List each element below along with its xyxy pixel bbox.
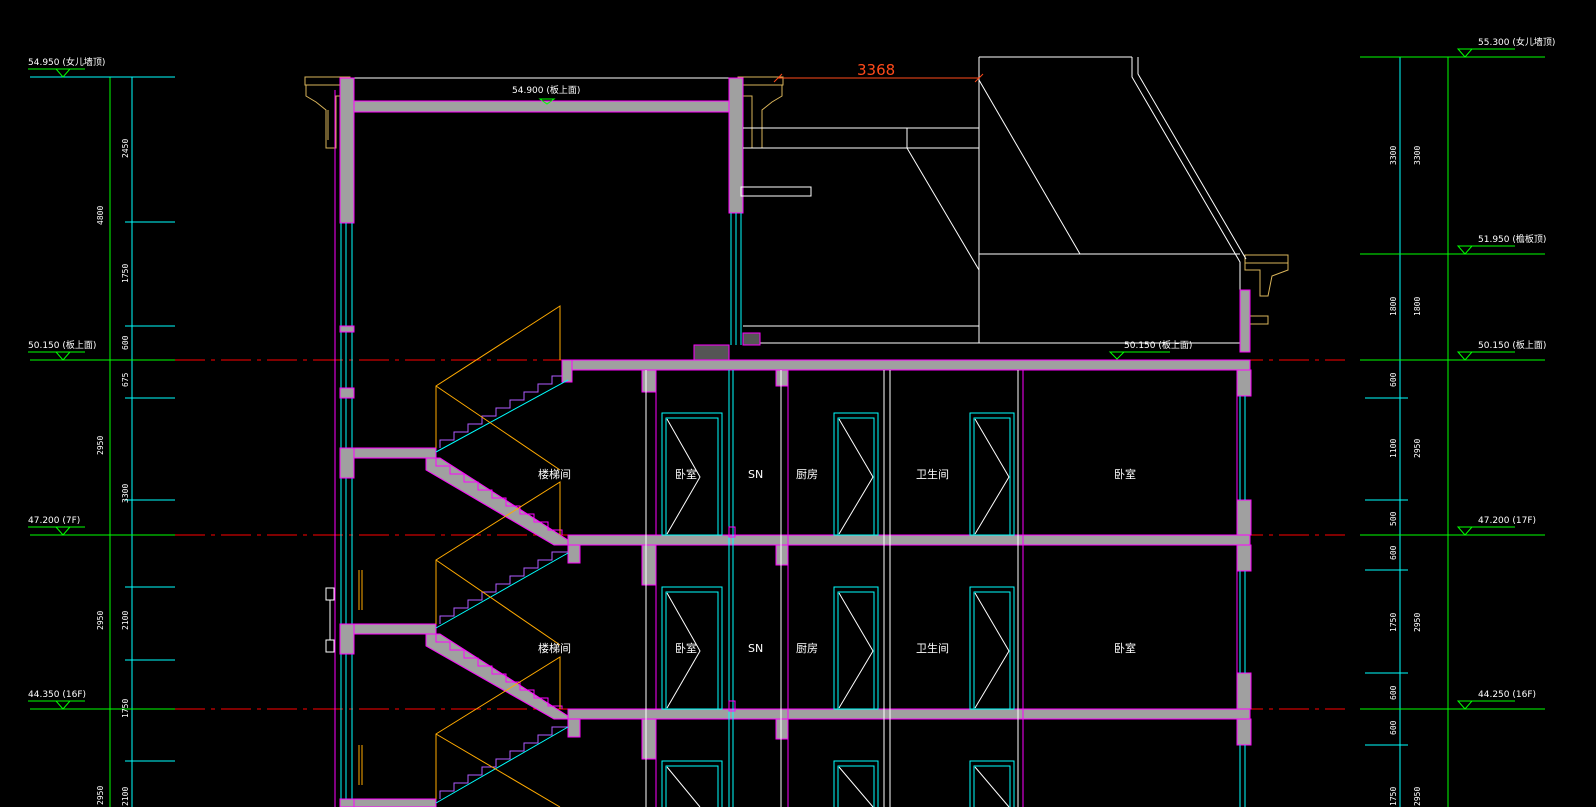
right-level-4: 47.200 (17F) (1478, 516, 1536, 526)
right-dim-inner-10: 1750 (1389, 787, 1398, 806)
room-partitions-white (645, 370, 1019, 807)
left-dim-inner-8: 2100 (121, 787, 130, 806)
right-dimension-chain: 55.300 (女儿墙顶) 51.950 (檐板顶) 50.150 (板上面) … (1360, 36, 1555, 807)
left-dim-inner-3: 600 (121, 335, 130, 350)
label-kitchen-f1: 厨房 (796, 468, 818, 481)
penthouse-outline (743, 56, 1248, 344)
top-dimension: 3368 (773, 61, 984, 83)
right-level-3: 50.150 (板上面) (1478, 339, 1546, 351)
right-dim-inner-2: 1800 (1389, 297, 1398, 316)
right-dim-outer-4: 2950 (1413, 613, 1422, 632)
left-level-1: 54.950 (女儿墙顶) (28, 56, 105, 68)
left-level-4: 44.350 (16F) (28, 690, 86, 700)
hatch-block-2 (742, 332, 761, 346)
label-bedroom-b-f1: 卧室 (1114, 467, 1136, 481)
label-bedroom-a-f2: 卧室 (675, 641, 697, 655)
right-dim-outer-2: 1800 (1413, 297, 1422, 316)
label-bathroom-f1: 卫生间 (916, 467, 949, 481)
right-dim-inner-7: 1750 (1389, 613, 1398, 632)
terrace-parapet (1239, 289, 1251, 353)
left-dim-inner-2: 1750 (121, 264, 130, 283)
left-level-2: 50.150 (板上面) (28, 339, 96, 351)
roof-slab (349, 100, 739, 113)
floor-slabs (561, 359, 1252, 760)
right-dim-inner-3: 600 (1389, 372, 1398, 387)
roof-level-label: 54.900 (板上面) (512, 84, 580, 96)
right-level-2: 51.950 (檐板顶) (1478, 233, 1546, 245)
label-sn-f1: SN (748, 468, 763, 481)
room-partitions (655, 369, 1238, 807)
shaft-lines (728, 370, 1246, 807)
room-labels: 楼梯间 卧室 SN 厨房 卫生间 卧室 楼梯间 卧室 SN 厨房 卫生间 卧室 (538, 467, 1136, 655)
label-kitchen-f2: 厨房 (796, 642, 818, 655)
left-dim-outer-4: 2950 (96, 611, 105, 630)
right-dim-outer-3: 2950 (1413, 439, 1422, 458)
label-stair-f1: 楼梯间 (538, 467, 571, 481)
dimension-3368: 3368 (857, 61, 895, 79)
right-dim-inner-6: 600 (1389, 545, 1398, 560)
building-section: 54.900 (板上面) (304, 56, 1289, 807)
right-dim-inner-9: 600 (1389, 720, 1398, 735)
doors (661, 412, 1015, 807)
terrace-level-label: 50.150 (板上面) (1124, 339, 1192, 351)
right-dim-inner-8: 600 (1389, 685, 1398, 700)
left-dim-outer-2: 4800 (96, 206, 105, 225)
right-level-1: 55.300 (女儿墙顶) (1478, 36, 1555, 48)
right-level-5: 44.250 (16F) (1478, 690, 1536, 700)
label-bathroom-f2: 卫生间 (916, 641, 949, 655)
left-dim-outer-3: 2950 (96, 436, 105, 455)
right-dim-outer-1: 3300 (1413, 146, 1422, 165)
left-dim-inner-6: 2100 (121, 611, 130, 630)
left-wall-upper (339, 77, 355, 224)
left-dimension-chain: 54.950 (女儿墙顶) 50.150 (板上面) 47.200 (7F) 4… (28, 56, 175, 807)
left-dim-outer-5: 2950 (96, 786, 105, 805)
left-dim-inner-1: 2450 (121, 139, 130, 158)
center-wall-window (730, 213, 742, 345)
right-dim-inner-4: 1100 (1389, 439, 1398, 458)
right-dim-outer-5: 2950 (1413, 787, 1422, 806)
left-dim-inner-5: 3300 (121, 484, 130, 503)
left-wall-window (340, 223, 353, 807)
left-dim-inner-7: 1750 (121, 699, 130, 718)
left-level-3: 47.200 (7F) (28, 516, 80, 526)
label-bedroom-a-f1: 卧室 (675, 467, 697, 481)
label-sn-f2: SN (748, 642, 763, 655)
right-cornice (737, 76, 1289, 325)
label-stair-f2: 楼梯间 (538, 641, 571, 655)
label-bedroom-b-f2: 卧室 (1114, 641, 1136, 655)
hatch-block (693, 344, 730, 361)
right-dim-inner-5: 500 (1389, 511, 1398, 526)
right-dim-inner-1: 3300 (1389, 146, 1398, 165)
left-dim-inner-4: 675 (121, 372, 130, 387)
stair-flights (325, 305, 569, 807)
